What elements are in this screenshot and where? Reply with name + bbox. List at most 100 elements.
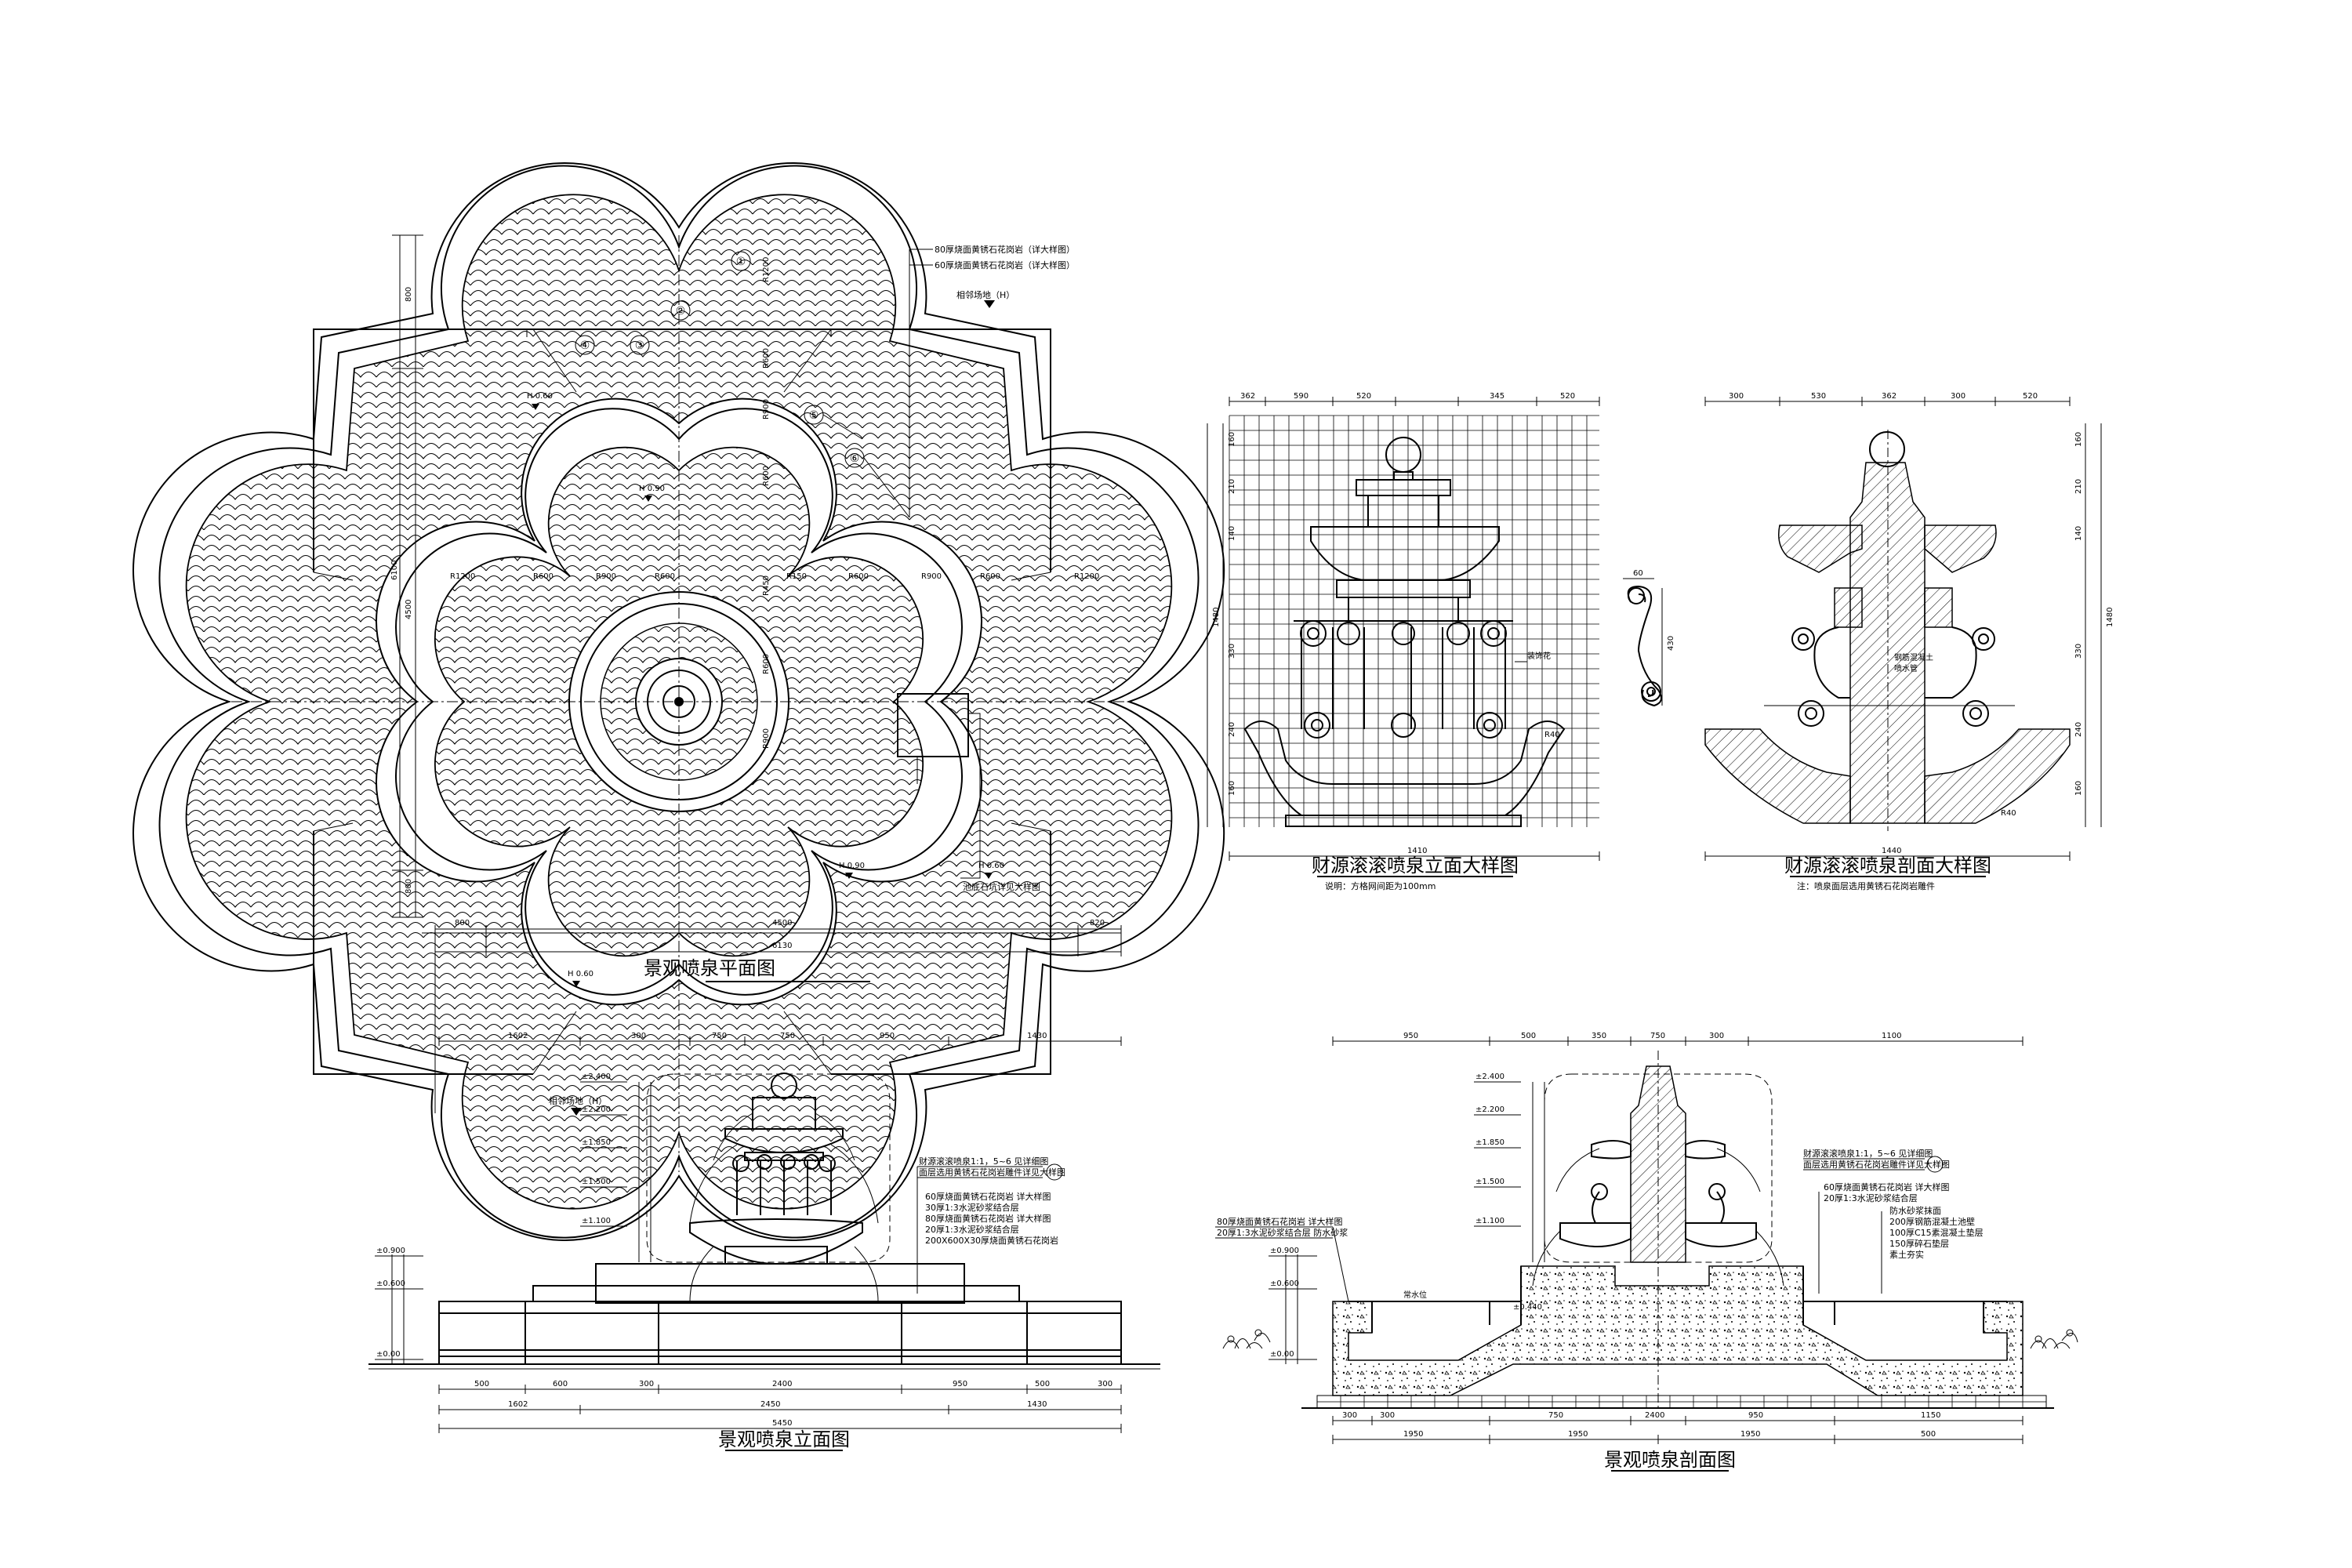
level-label: ±1.100 xyxy=(582,1217,611,1225)
plan-dimensions: 800 4500 820 6130 800 4500 800 6100 xyxy=(390,234,1122,1113)
dim-bottom: 500 xyxy=(474,1380,489,1388)
callout-1: ① xyxy=(736,256,746,268)
plan-notes: 80厚烧面黄锈石花岗岩（详大样图） 60厚烧面黄锈石花岗岩（详大样图） 相邻场地… xyxy=(549,244,1075,1106)
radius-label: R600 xyxy=(848,572,869,581)
dim-bottom: 800 xyxy=(455,919,470,927)
section-detail-title: 财源滚滚喷泉剖面大样图 xyxy=(1784,855,1991,877)
plant-right xyxy=(2030,1329,2078,1349)
level-label: H 0.90 xyxy=(639,485,665,493)
level-label: H 0.60 xyxy=(978,862,1004,870)
level-label: ±2.200 xyxy=(582,1105,611,1114)
level-label: ±0.900 xyxy=(376,1247,405,1255)
dim-top: 300 xyxy=(1951,392,1965,401)
level-label: ±1.500 xyxy=(1475,1178,1504,1186)
note-ground-bottom: 相邻场地（H） xyxy=(549,1095,607,1106)
dim-top: 520 xyxy=(2023,392,2038,401)
note-paving-2: 60厚烧面黄锈石花岗岩（详大样图） xyxy=(935,260,1075,270)
dim-bottom-total: 1410 xyxy=(1407,847,1427,855)
dim-top: 750 xyxy=(1650,1032,1665,1040)
note: 20厚1:3水泥砂浆结合层 xyxy=(1824,1192,1918,1203)
elevation-title: 景观喷泉立面图 xyxy=(718,1428,850,1450)
radius-label: R900 xyxy=(762,399,771,419)
level-label: H 0.90 xyxy=(839,862,865,870)
plan-view: ① ② ③ ④ ⑤ ⑥ R1200 R600 R900 R600 R150 R6… xyxy=(132,162,1225,1241)
label-r40: R40 xyxy=(2001,809,2016,818)
level-label: ±0.900 xyxy=(1270,1247,1299,1255)
dim-bottom: 1950 xyxy=(1568,1430,1588,1439)
level-label: ±2.200 xyxy=(1475,1105,1504,1114)
dim-top: 1602 xyxy=(508,1032,528,1040)
plan-radius-labels: R1200 R600 R900 R600 R150 R600 R900 R600… xyxy=(450,257,1099,749)
level-label: H 0.60 xyxy=(527,392,553,401)
note: 60厚烧面黄锈石花岗岩 详大样图 xyxy=(925,1191,1051,1202)
level-label: ±1.100 xyxy=(1475,1217,1504,1225)
section-detail-view: 钢筋混凝土 喷水管 R40 300 530 362 300 520 1440 1… xyxy=(1704,392,2114,891)
radius-label: R450 xyxy=(762,575,771,596)
note: 财源滚滚喷泉1:1，5~6 见详细图 xyxy=(919,1156,1048,1167)
plant-left xyxy=(1222,1329,1271,1349)
dim-top: 520 xyxy=(1356,392,1371,401)
dim-bottom-total: 5450 xyxy=(772,1419,792,1428)
label-water: 常水位 xyxy=(1403,1290,1427,1300)
plan-detail-box xyxy=(897,693,969,757)
dim-right: 240 xyxy=(2074,722,2083,737)
dim-top: 950 xyxy=(1403,1032,1418,1040)
note: 财源滚滚喷泉1:1，5~6 见详细图 xyxy=(1803,1148,1933,1159)
dim-bottom: 500 xyxy=(1035,1380,1050,1388)
dim-top: 500 xyxy=(1521,1032,1536,1040)
dim-bottom: 300 xyxy=(1098,1380,1112,1388)
dim-right: 140 xyxy=(2074,526,2083,541)
dim-right: 240 xyxy=(1228,722,1236,737)
radius-label: R1200 xyxy=(1074,572,1099,581)
callout-6: ⑥ xyxy=(850,452,860,465)
dim-bottom: 1150 xyxy=(1921,1411,1940,1420)
dim-bottom: 2400 xyxy=(772,1380,792,1388)
note: 素土夯实 xyxy=(1889,1249,1924,1260)
dim-bottom: 2400 xyxy=(1645,1411,1664,1420)
elevation-dimensions: 1602 300 750 750 950 1430 500 600 300 24… xyxy=(438,1032,1122,1433)
radius-label: R600 xyxy=(762,348,771,368)
section-view: 常水位 ±2.400 ±2.200 ±1.850 ±1.500 ±1.100 ±… xyxy=(1215,1032,2078,1472)
note: 150厚碎石垫层 xyxy=(1889,1238,1949,1249)
level-label: ±0.440 xyxy=(1513,1303,1542,1312)
dim-top: 750 xyxy=(780,1032,795,1040)
scroll-dim-side: 430 xyxy=(1667,636,1675,651)
radius-label: R900 xyxy=(921,572,942,581)
front-detail-title: 财源滚滚喷泉立面大样图 xyxy=(1312,855,1519,877)
dim-right: 160 xyxy=(2074,781,2083,796)
section-dimensions: 950 500 350 750 300 1100 300 300 750 240… xyxy=(1332,1032,2024,1444)
dim-top: 1100 xyxy=(1882,1032,1901,1040)
radius-label: R1200 xyxy=(450,572,475,581)
dim-bottom: 750 xyxy=(1548,1411,1563,1420)
dim-top: 300 xyxy=(1709,1032,1724,1040)
dim-right: 330 xyxy=(1228,644,1236,659)
dim-top: 1430 xyxy=(1027,1032,1047,1040)
note: 200厚钢筋混凝土池壁 xyxy=(1889,1216,1975,1227)
note: 防水砂浆抹面 xyxy=(1889,1205,1941,1216)
dim-top: 590 xyxy=(1294,392,1308,401)
note-paving-1: 80厚烧面黄锈石花岗岩（详大样图） xyxy=(935,244,1075,255)
dim-bottom: 1950 xyxy=(1403,1430,1423,1439)
level-label: ±0.00 xyxy=(1270,1350,1294,1359)
level-label: H 0.60 xyxy=(568,970,593,978)
elevation-notes: 财源滚滚喷泉1:1，5~6 见详细图 面层选用黄锈石花岗岩雕件详见大样图 60厚… xyxy=(916,1156,1065,1294)
callout-4: ④ xyxy=(580,339,590,352)
level-label: ±1.500 xyxy=(582,1178,611,1186)
plan-title: 景观喷泉平面图 xyxy=(644,957,775,979)
note-ground-top: 相邻场地（H） xyxy=(956,289,1014,300)
dim-top: 362 xyxy=(1240,392,1255,401)
callout-5: ⑤ xyxy=(809,409,819,422)
front-detail-grid xyxy=(1229,415,1599,827)
front-detail-dimensions: 362 590 520 345 520 1410 1480 160 210 14… xyxy=(1207,392,1600,861)
note: 100厚C15素混凝土垫层 xyxy=(1889,1227,1984,1238)
dim-bottom-total: 1440 xyxy=(1882,847,1901,855)
note: 60厚烧面黄锈石花岗岩 详大样图 xyxy=(1824,1181,1950,1192)
dim-bottom: 1950 xyxy=(1740,1430,1760,1439)
section-title: 景观喷泉剖面图 xyxy=(1604,1449,1736,1471)
level-label: ±2.400 xyxy=(1475,1073,1504,1081)
label-flower: 装饰花 xyxy=(1527,651,1551,661)
radius-label: R600 xyxy=(655,572,675,581)
dim-bottom: 1430 xyxy=(1027,1400,1047,1409)
dim-top: 300 xyxy=(631,1032,646,1040)
